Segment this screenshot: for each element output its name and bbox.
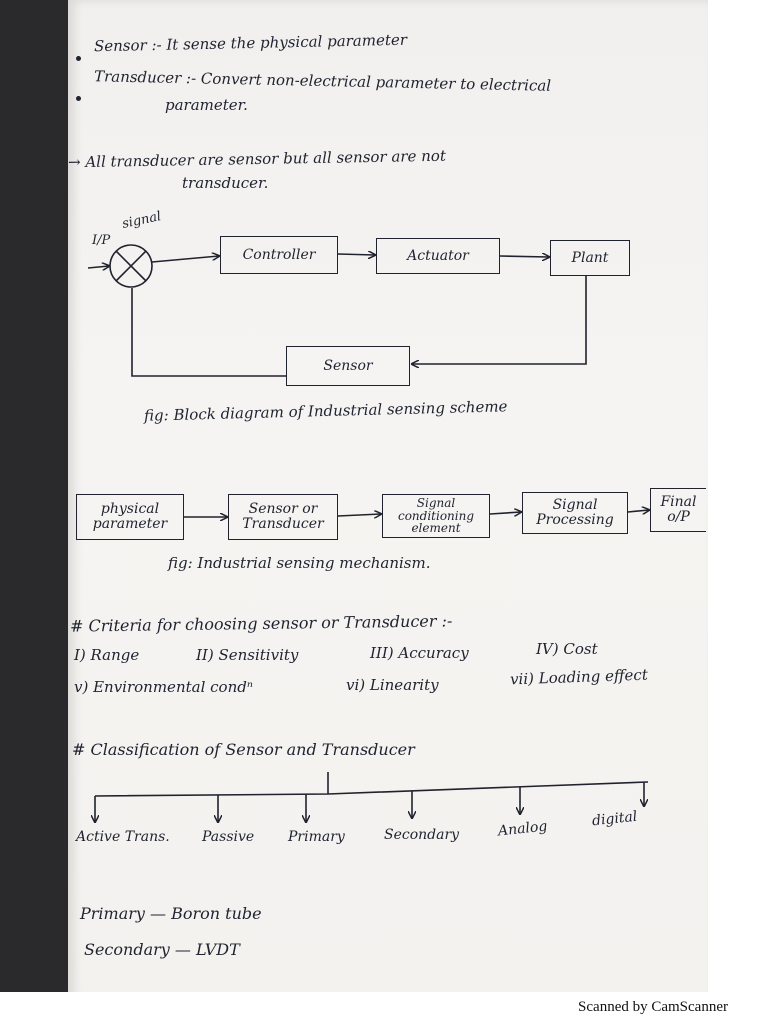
diagram-connectors [87,244,768,1000]
physical-parameter-block: physical parameter [76,494,184,540]
plant-label: Plant [571,249,609,266]
input-label: I/P [92,233,111,248]
input-arrow [87,266,109,268]
classification-branch: Active Trans. [76,829,170,845]
block-label-line: o/P [667,509,690,525]
controller-block: Controller [220,236,338,274]
actuator-block: Actuator [376,238,500,274]
block-label-line: Transducer [242,516,324,532]
sensor-to-junction-feedback [131,288,286,377]
plant-to-sensor-feedback [412,276,587,364]
actuator-to-plant-arrow [499,256,549,257]
criteria-item: IV) Cost [536,640,598,658]
sensing-mechanism-caption: fig: Industrial sensing mechanism. [168,554,431,572]
summing-junction-cross [115,250,147,282]
scan-right-margin [708,0,768,1000]
controller-to-actuator-arrow [337,254,375,255]
scan-footer [0,992,768,1024]
classification-branch: Secondary [384,827,460,843]
bullet-dot [76,56,81,61]
block-label-line: Sensor or [248,501,318,518]
criteria-item: II) Sensitivity [196,646,299,664]
sensor-block: Sensor [286,346,410,386]
controller-label: Controller [242,246,316,263]
secondary-example: Secondary — LVDT [84,940,240,959]
block-label-line: Signal [416,496,456,511]
junction-to-controller-arrow [151,256,219,263]
scan-left-border [0,0,68,1000]
classification-heading: # Classification of Sensor and Transduce… [72,740,415,759]
block-label-line: parameter [92,516,168,532]
classification-branch: Passive [202,829,255,845]
mechanism-arrow [627,510,649,512]
mechanism-arrow [337,514,381,516]
signal-conditioning-block: Signal conditioning element [382,494,490,538]
transducer-sensor-note-line2: transducer. [182,174,269,192]
final-output-block: Final o/P [650,488,706,532]
criteria-item: I) Range [74,646,140,664]
bullet-dot [76,96,81,101]
criteria-item: vi) Linearity [346,676,439,694]
block-label-line: Processing [536,512,614,528]
block-label-line: conditioning [397,508,475,523]
scanner-watermark: Scanned by CamScanner [578,999,728,1015]
transducer-definition-line2: parameter. [165,96,248,114]
sensor-transducer-block: Sensor or Transducer [228,494,338,540]
block-label-line: physical [100,501,160,518]
classification-branch: Primary [288,829,345,845]
block-label-line: Final [660,494,697,511]
criteria-item: v) Environmental condⁿ [74,678,253,696]
primary-example: Primary — Boron tube [80,904,262,923]
block-label-line: Signal [552,497,598,514]
block-label-line: element [411,521,461,536]
notebook-paper [68,0,708,1000]
classification-tree-bar [94,781,649,797]
actuator-label: Actuator [407,247,469,264]
mechanism-arrow [489,512,521,514]
plant-block: Plant [550,240,630,276]
signal-processing-block: Signal Processing [522,492,628,534]
criteria-item: III) Accuracy [370,644,469,662]
sensor-label: Sensor [323,357,373,374]
